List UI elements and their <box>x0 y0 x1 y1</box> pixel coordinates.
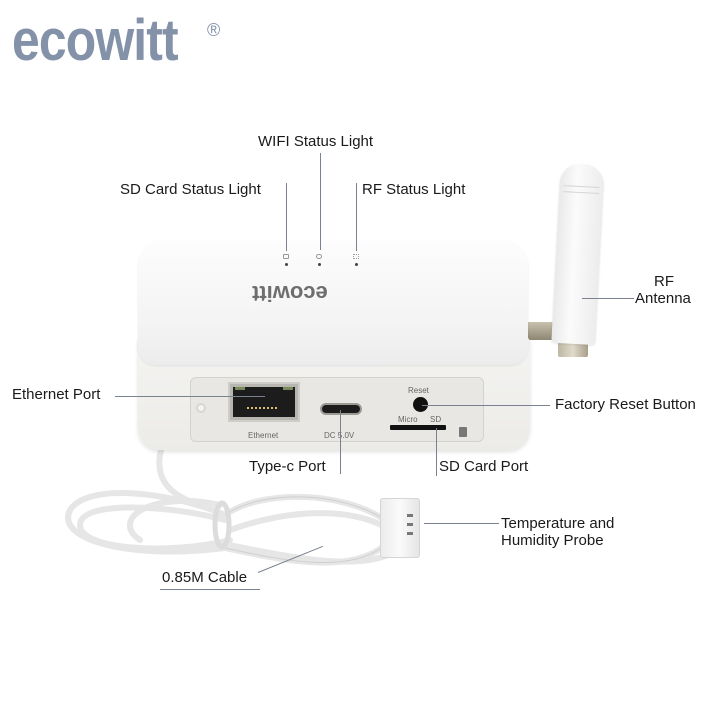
ecowitt-logo: ecowitt <box>12 8 179 73</box>
rf-status-light-label: RF Status Light <box>362 181 466 198</box>
sd-panel-label: SD <box>430 415 442 424</box>
probe-vent <box>407 532 413 535</box>
reset-panel-label: Reset <box>408 386 429 395</box>
antenna-callout-line <box>582 298 634 299</box>
probe-callout-line <box>424 523 499 524</box>
wifi-icon <box>316 254 322 259</box>
factory-reset-button-label: Factory Reset Button <box>555 396 696 413</box>
device-top-face <box>138 240 528 365</box>
antenna-ring <box>563 191 600 195</box>
probe-vent <box>407 514 413 517</box>
temperature-humidity-probe <box>380 498 420 558</box>
ethernet-led-left <box>235 387 245 390</box>
cable-callout-line <box>160 589 260 590</box>
sd-card-glyph-icon <box>459 427 467 437</box>
sd-status-callout-line <box>286 183 287 251</box>
type-c-port[interactable] <box>320 403 362 415</box>
wifi-status-led <box>318 263 321 266</box>
rf-antenna-label-line2: Antenna <box>635 290 691 307</box>
wifi-status-light-label: WIFI Status Light <box>258 133 374 150</box>
ethernet-callout-line <box>115 396 265 397</box>
wifi-callout-line <box>320 153 321 250</box>
antenna-icon <box>353 254 359 259</box>
probe-vent <box>407 523 413 526</box>
sd-card-icon <box>283 254 289 259</box>
device-logo: ecowitt <box>252 281 328 306</box>
dc-panel-label: DC 5.0V <box>324 431 355 440</box>
sd-card-slot[interactable] <box>390 425 446 430</box>
type-c-port-label: Type-c Port <box>249 458 326 475</box>
antenna-connector <box>520 322 560 340</box>
type-c-callout-line <box>340 410 341 474</box>
ethernet-port[interactable] <box>228 382 300 422</box>
cable-length-label: 0.85M Cable <box>162 569 248 586</box>
sd-port-callout-line <box>436 428 437 476</box>
reset-callout-line <box>422 405 550 406</box>
rf-antenna-label-line1: RF <box>654 273 674 290</box>
rf-antenna <box>551 162 605 346</box>
sd-card-status-light-label: SD Card Status Light <box>120 181 261 198</box>
sd-card-port-label: SD Card Port <box>439 458 529 475</box>
ethernet-led-right <box>283 387 293 390</box>
ethernet-panel-label: Ethernet <box>248 431 279 440</box>
probe-cable-entry <box>196 403 206 413</box>
ethernet-port-label: Ethernet Port <box>12 386 101 403</box>
micro-panel-label: Micro <box>398 415 418 424</box>
factory-reset-button[interactable] <box>413 397 428 412</box>
probe-label-line2: Humidity Probe <box>501 532 604 549</box>
rf-status-callout-line <box>356 183 357 251</box>
sd-card-status-led <box>285 263 288 266</box>
probe-label-line1: Temperature and <box>501 515 615 532</box>
antenna-ring <box>563 185 600 189</box>
ethernet-pins <box>247 407 277 409</box>
rf-status-led <box>355 263 358 266</box>
registered-mark: ® <box>207 20 221 40</box>
